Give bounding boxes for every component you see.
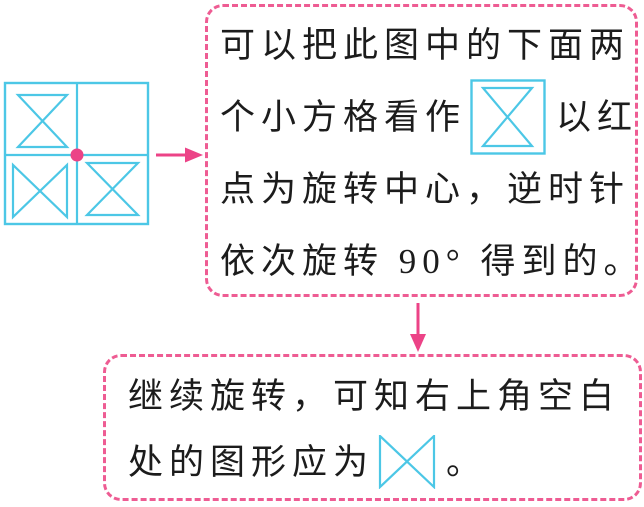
conclusion-line-2-text-after: 。	[446, 442, 488, 482]
right-arrow-icon	[156, 147, 203, 163]
bowtie-bottom-left-icon	[11, 162, 69, 220]
rotation-diagram	[3, 81, 203, 226]
rotation-center-dot	[70, 148, 84, 162]
explanation-line-3-text: 点为旋转中心，逆时针	[220, 169, 631, 209]
explanation-line-1: 可以把此图中的下面两	[220, 9, 635, 81]
conclusion-box: 继续旋转，可知右上角空白 处的图形应为 。	[103, 354, 642, 501]
conclusion-line-1: 继续旋转，可知右上角空白	[128, 363, 639, 429]
explanation-line-4-text: 依次旋转 90° 得到的。	[220, 241, 644, 281]
hourglass-top-left-icon	[15, 93, 70, 149]
explanation-line-3: 点为旋转中心，逆时针	[220, 153, 635, 225]
conclusion-line-2-text-before: 处的图形应为	[128, 442, 375, 482]
hourglass-in-square-icon	[470, 79, 546, 155]
bowtie-horizontal-icon	[378, 435, 436, 489]
conclusion-line-1-text: 继续旋转，可知右上角空白	[128, 376, 621, 416]
hourglass-bottom-right-icon	[84, 161, 141, 217]
down-arrow-icon	[410, 303, 426, 352]
explanation-line-1-text: 可以把此图中的下面两	[220, 25, 631, 65]
explanation-line-2-text-after: 以红	[556, 97, 639, 137]
conclusion-line-2: 处的图形应为 。	[128, 429, 639, 495]
explanation-line-4: 依次旋转 90° 得到的。	[220, 225, 639, 297]
explanation-line-2-text-before: 个小方格看作	[220, 97, 467, 137]
explanation-line-2: 个小方格看作 以红	[220, 79, 639, 155]
explanation-box: 可以把此图中的下面两 个小方格看作 以红 点为旋转中心，逆时针 依次旋转 90°…	[205, 4, 639, 297]
